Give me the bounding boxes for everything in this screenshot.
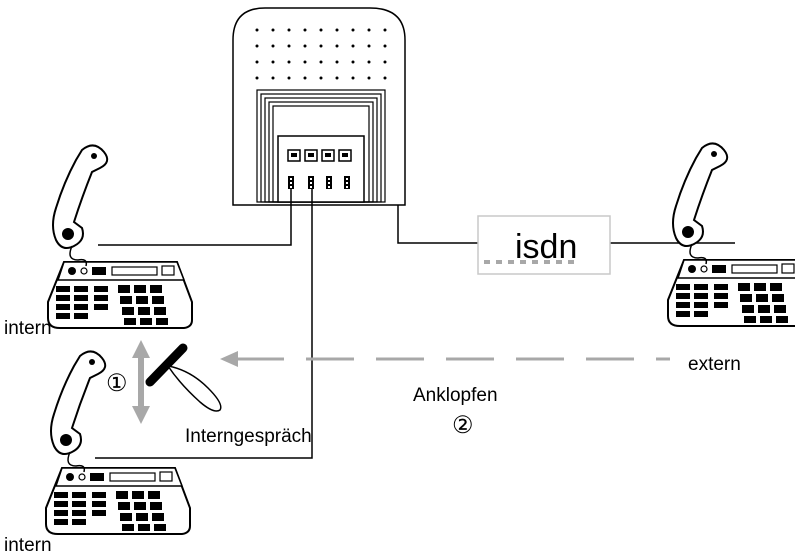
desk-telephone-icon (667, 142, 795, 327)
phone-top-left (47, 144, 193, 329)
label-extern: extern (688, 354, 741, 375)
anklopfen-arrow (220, 351, 670, 367)
up-down-arrow-icon (132, 340, 150, 424)
label-intern-top: intern (4, 318, 52, 339)
label-intern-bottom: intern (4, 535, 52, 556)
label-anklopfen: Anklopfen (413, 385, 498, 406)
desk-telephone-icon (47, 144, 193, 329)
flash-hook-icon (145, 343, 222, 412)
isdn-box: isdn (477, 215, 611, 275)
phone-right (667, 142, 795, 327)
line-to-phone-top-left (98, 189, 292, 246)
label-interngespraech: Interngespräch (185, 426, 312, 447)
isdn-label: isdn (515, 228, 577, 266)
step-1-marker: ① (106, 370, 128, 397)
line-to-phone-bottom-left (95, 189, 313, 459)
line-to-isdn (397, 205, 480, 244)
step-2-marker: ② (452, 412, 474, 439)
telephone-system-icon (232, 7, 406, 206)
connection-lines (95, 189, 735, 459)
